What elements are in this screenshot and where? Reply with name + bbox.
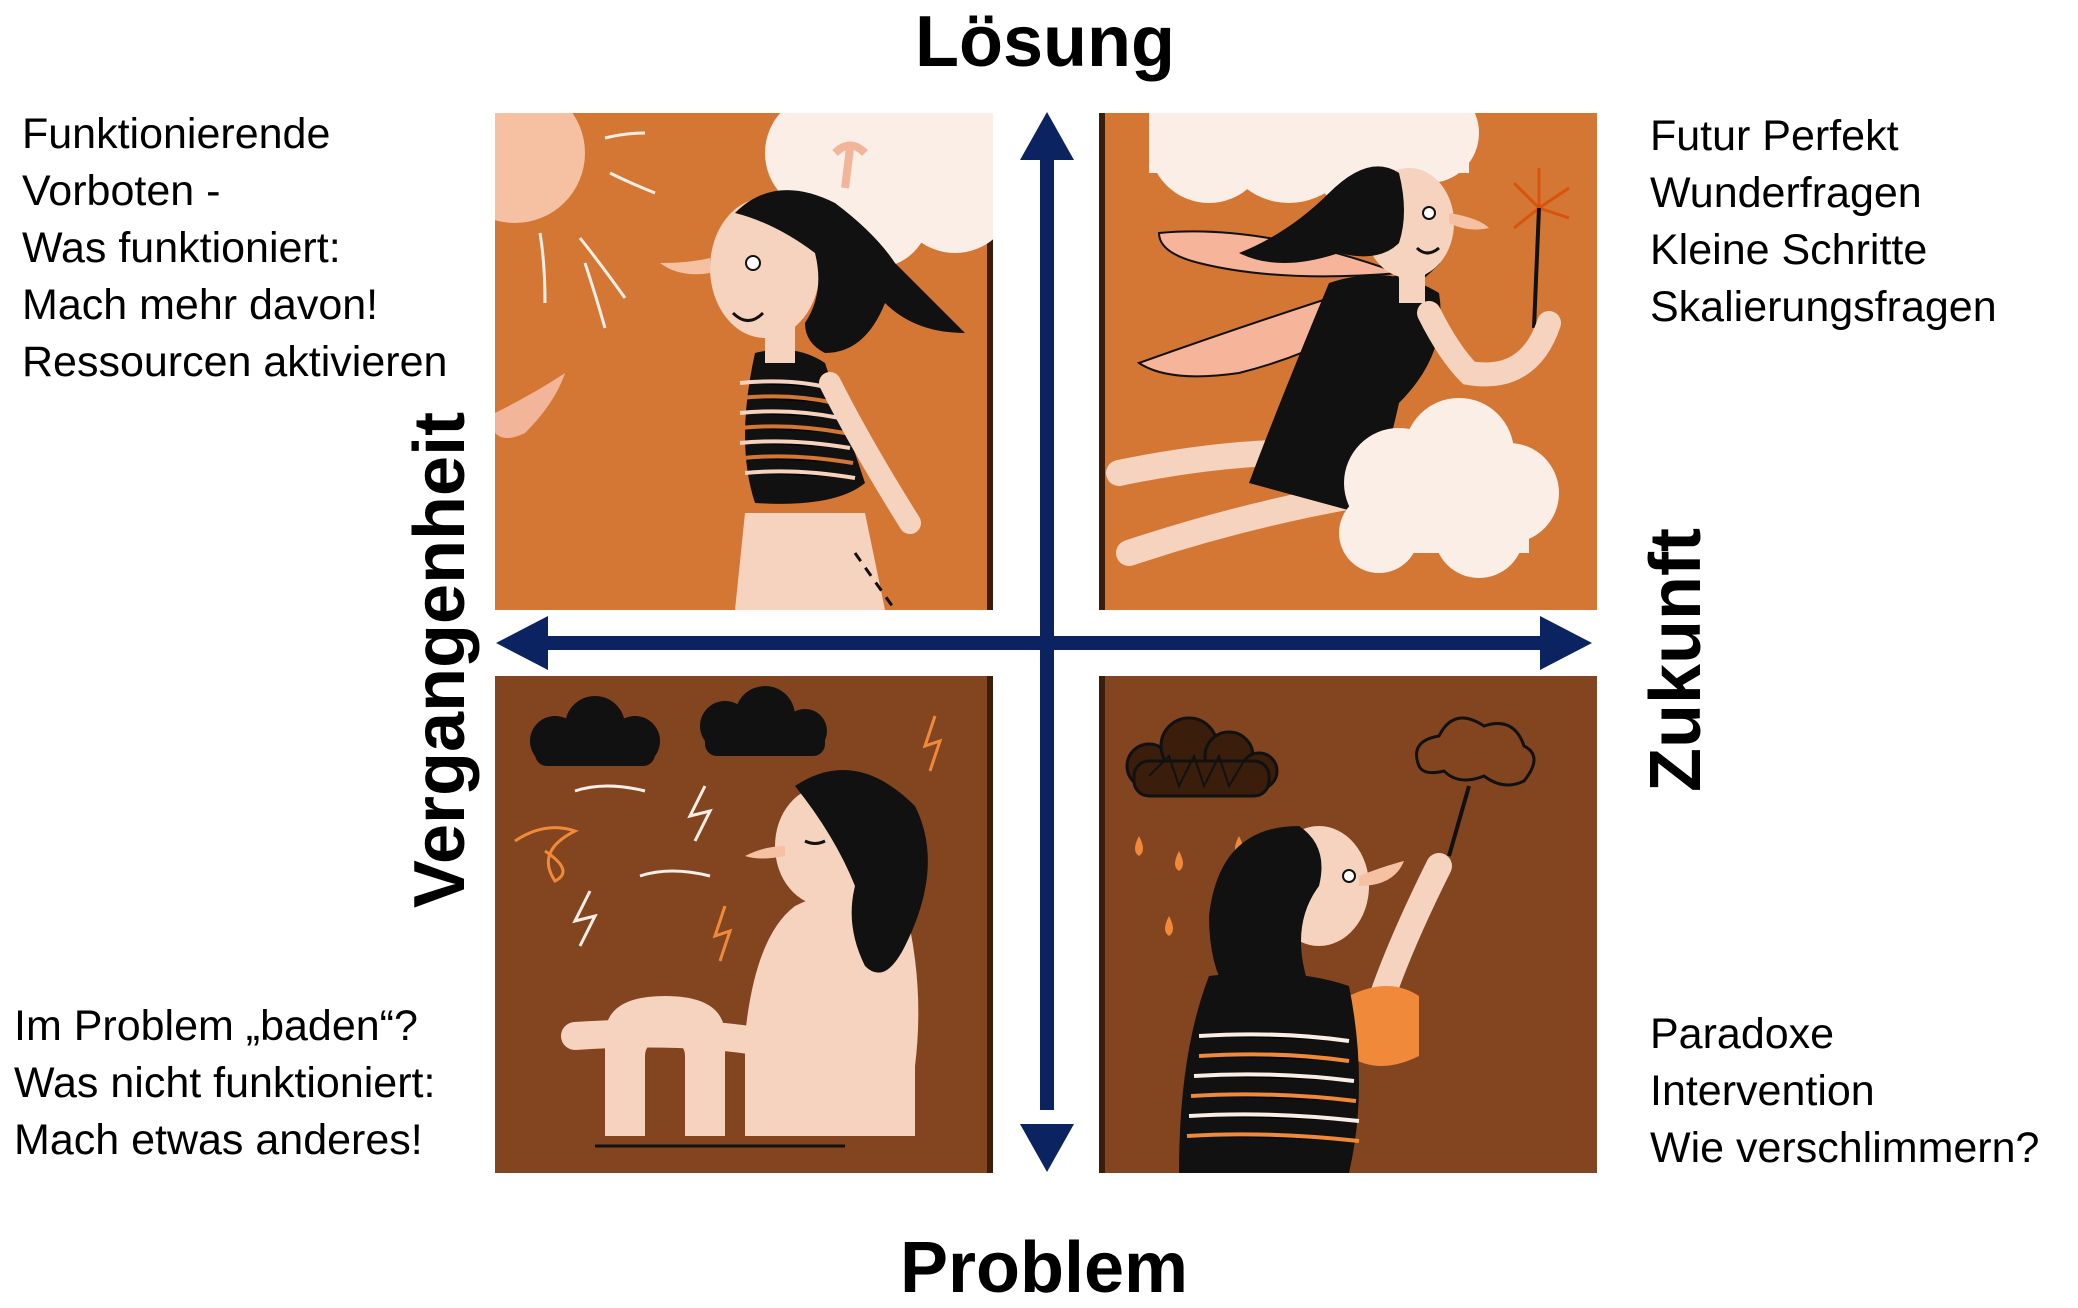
arrow-left-icon [496, 616, 548, 670]
arrow-right-icon [1540, 616, 1592, 670]
arrow-down-icon [1020, 1124, 1074, 1172]
arrow-up-icon [1020, 112, 1074, 160]
